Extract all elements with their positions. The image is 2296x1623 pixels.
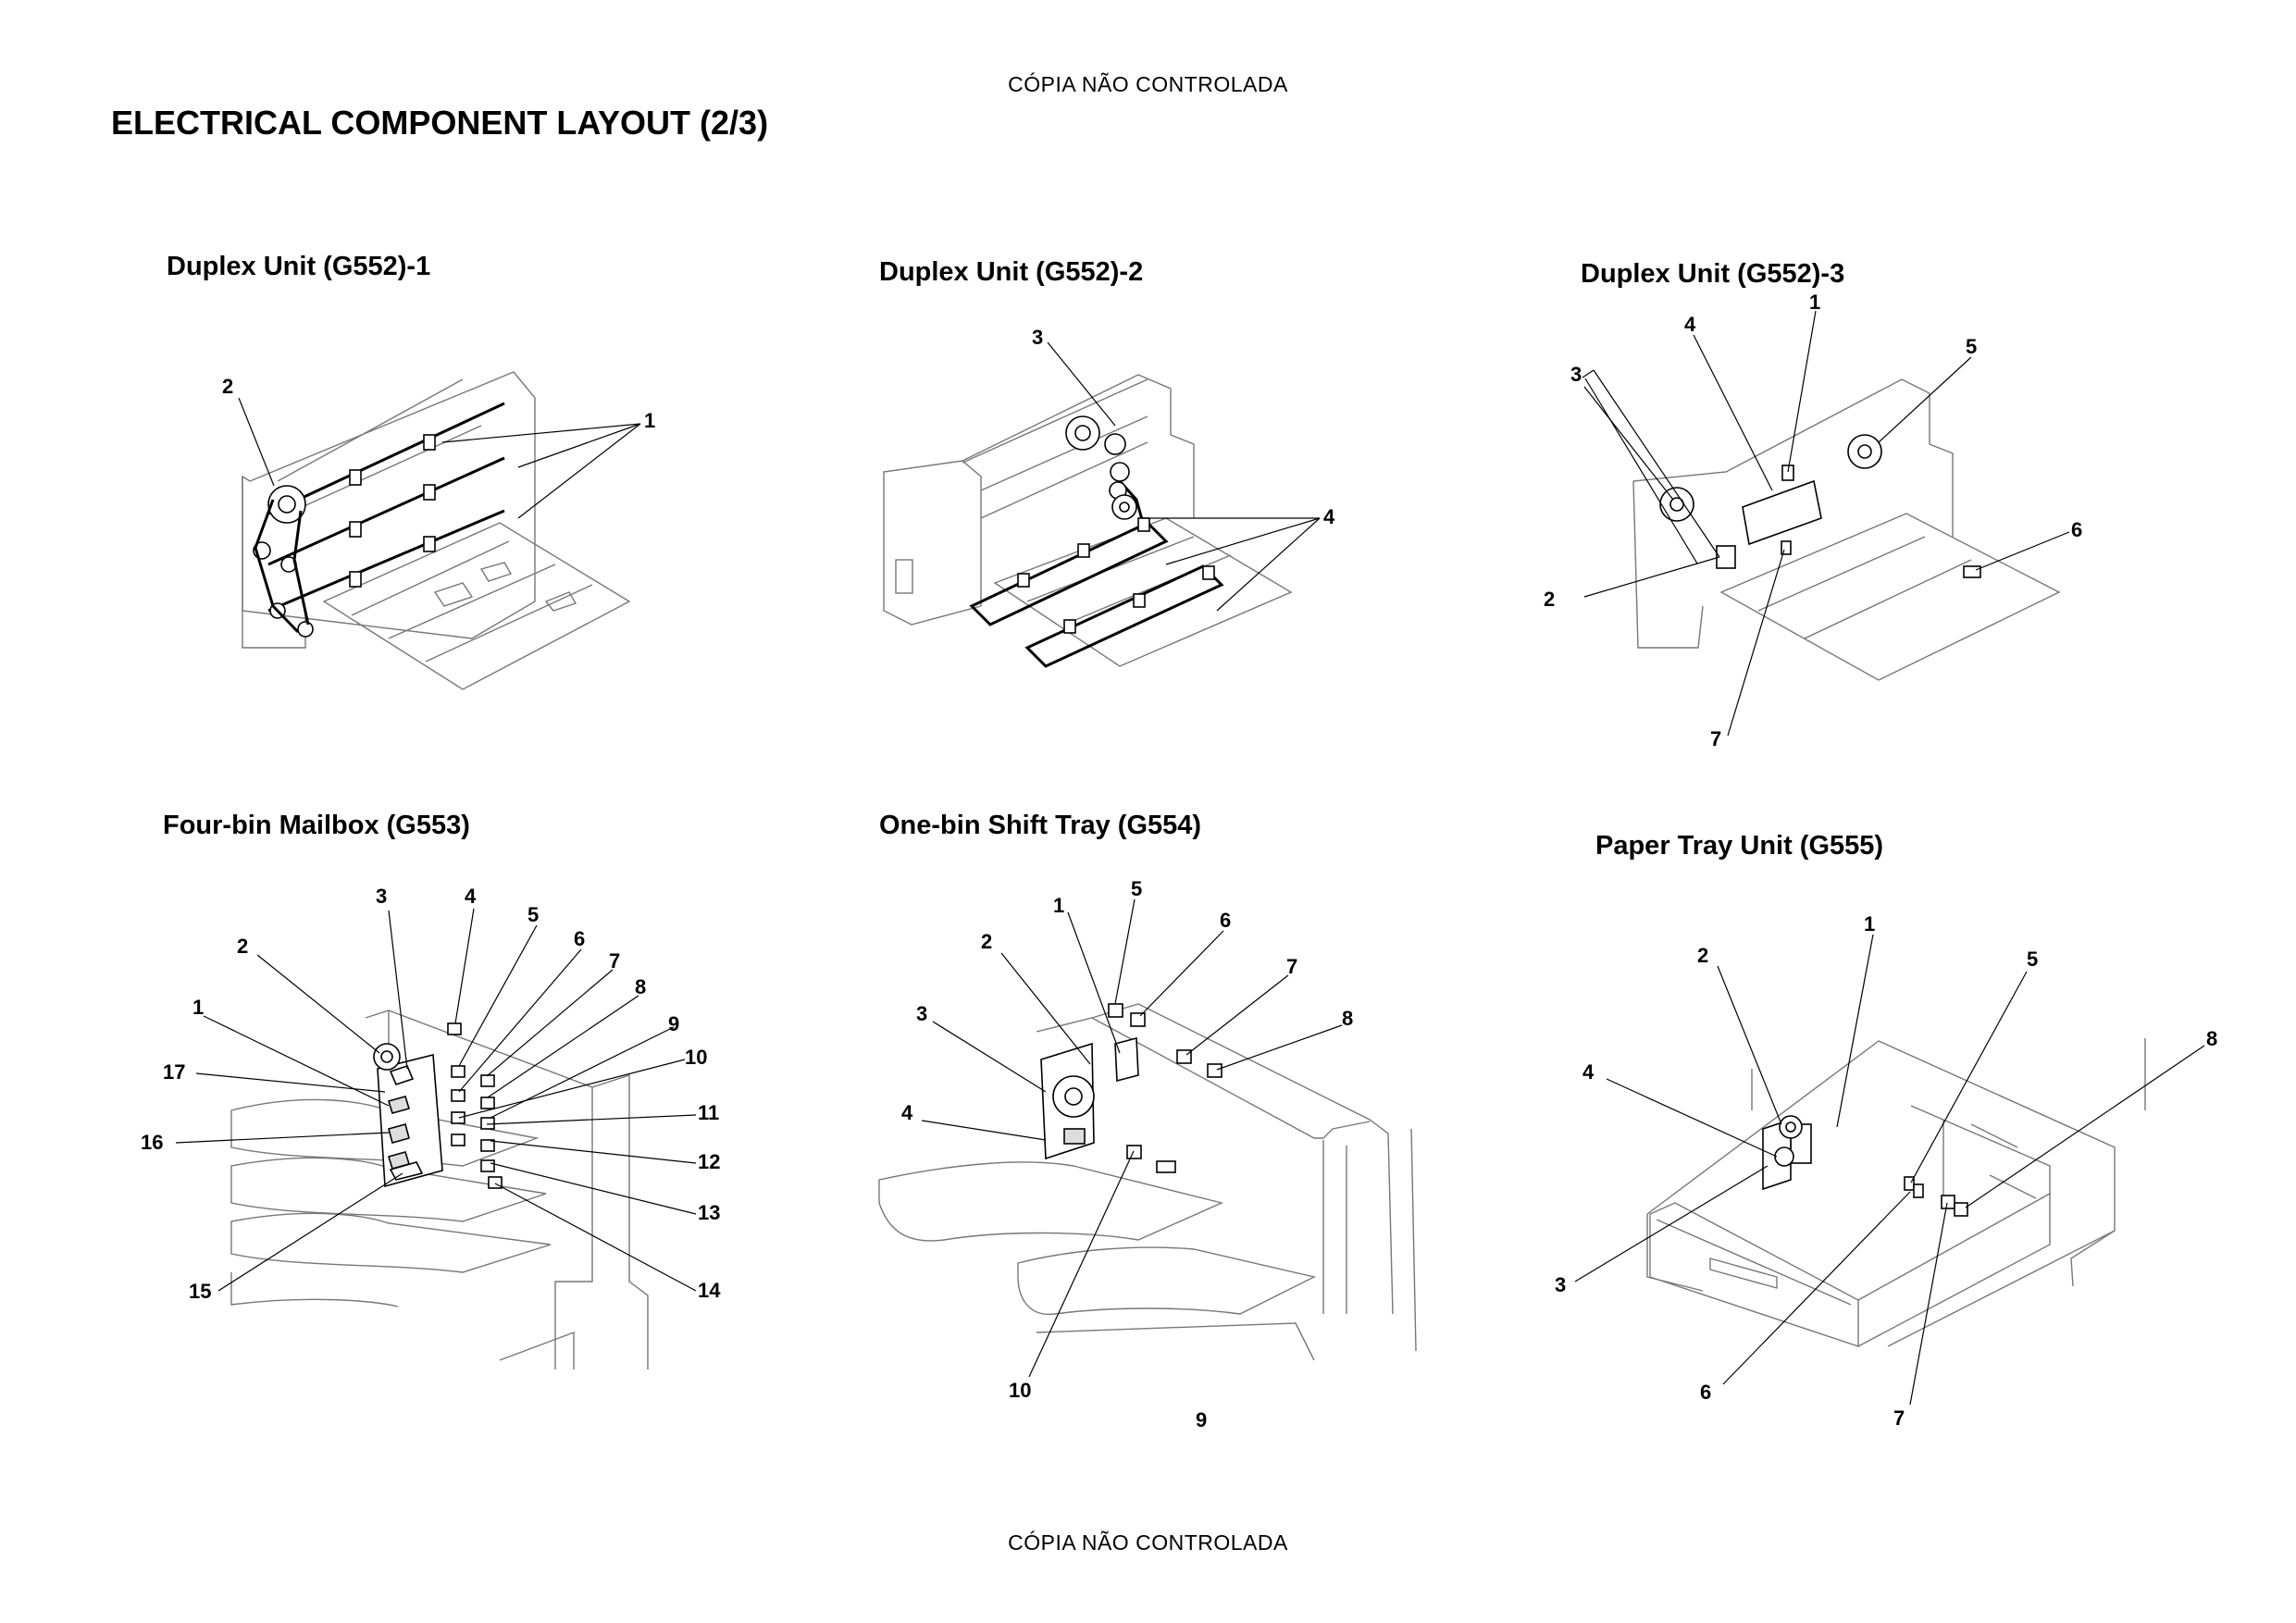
callout-label: 7	[1710, 727, 1721, 750]
callout-label: 1	[192, 996, 204, 1019]
callout-label: 4	[465, 885, 477, 908]
callout-label: 2	[1544, 588, 1555, 611]
callout-label: 3	[376, 885, 387, 908]
page-title: ELECTRICAL COMPONENT LAYOUT (2/3)	[111, 104, 769, 142]
callout-label: 8	[1342, 1007, 1353, 1030]
callout-label: 1	[1864, 912, 1875, 935]
callout-label: 5	[527, 903, 539, 926]
callout-label: 6	[1220, 909, 1231, 932]
callout-label: 3	[1555, 1273, 1566, 1296]
panel-title-four-bin-mailbox: Four-bin Mailbox (G553)	[163, 811, 470, 840]
callout-label: 1	[644, 409, 655, 432]
callout-label: 4	[1684, 313, 1696, 336]
paper-tray-unit-illustration: 1 2 3 4 5 6 7 8	[1555, 912, 2217, 1430]
duplex-1-illustration: 2 1	[222, 371, 655, 690]
callout-label: 13	[698, 1201, 720, 1224]
callout-label: 16	[141, 1131, 163, 1154]
callout-label: 4	[901, 1101, 913, 1124]
callout-label: 15	[189, 1280, 211, 1303]
callout-label: 2	[237, 935, 248, 958]
callout-label: 7	[1286, 955, 1297, 978]
callout-label: 5	[1131, 877, 1142, 900]
callout-label: 5	[2027, 948, 2038, 971]
callout-label: 3	[1032, 326, 1043, 349]
panel-title-duplex-3: Duplex Unit (G552)-3	[1581, 259, 1845, 289]
callout-label: 9	[1196, 1408, 1207, 1431]
callout-label: 8	[2206, 1027, 2217, 1050]
callout-label: 5	[1966, 335, 1977, 358]
callout-label: 2	[981, 930, 992, 953]
callout-label: 4	[1582, 1060, 1595, 1084]
callout-label: 1	[1809, 291, 1820, 314]
callout-label: 17	[163, 1060, 185, 1084]
callout-label: 12	[698, 1150, 720, 1173]
watermark-bottom: CÓPIA NÃO CONTROLADA	[1008, 1530, 1288, 1555]
callout-label: 11	[698, 1101, 719, 1124]
callout-label: 9	[668, 1012, 679, 1035]
panel-title-duplex-1: Duplex Unit (G552)-1	[167, 252, 431, 281]
panel-title-paper-tray-unit: Paper Tray Unit (G555)	[1595, 831, 1884, 861]
callout-label: 8	[635, 975, 646, 998]
duplex-2-illustration: 3 4	[883, 326, 1335, 668]
callout-label: 7	[609, 949, 620, 973]
callout-label: 10	[685, 1046, 707, 1069]
callout-label: 3	[1570, 363, 1582, 386]
callout-label: 10	[1009, 1379, 1031, 1402]
callout-label: 2	[1697, 944, 1708, 967]
callout-label: 7	[1893, 1406, 1905, 1430]
panel-title-one-bin-shift-tray: One-bin Shift Tray (G554)	[879, 811, 1202, 840]
callout-label: 3	[916, 1002, 927, 1025]
callout-label: 4	[1323, 505, 1335, 528]
callout-label: 1	[1053, 894, 1064, 917]
four-bin-mailbox-illustration: 1 2 3 4 5 6 7 8 9 10 11 12 13 14 15 16 1…	[141, 885, 721, 1369]
callout-label: 6	[574, 927, 585, 950]
callout-label: 2	[222, 375, 233, 398]
callout-label: 6	[2071, 518, 2082, 541]
panel-title-duplex-2: Duplex Unit (G552)-2	[879, 257, 1144, 287]
duplex-3-illustration: 1 2 3 4 5 6 7	[1544, 291, 2082, 750]
callout-label: 6	[1700, 1381, 1711, 1404]
watermark-top: CÓPIA NÃO CONTROLADA	[1008, 72, 1288, 96]
callout-label: 14	[698, 1279, 721, 1302]
one-bin-shift-tray-illustration: 1 2 3 4 5 6 7 8 9 10	[878, 877, 1417, 1431]
